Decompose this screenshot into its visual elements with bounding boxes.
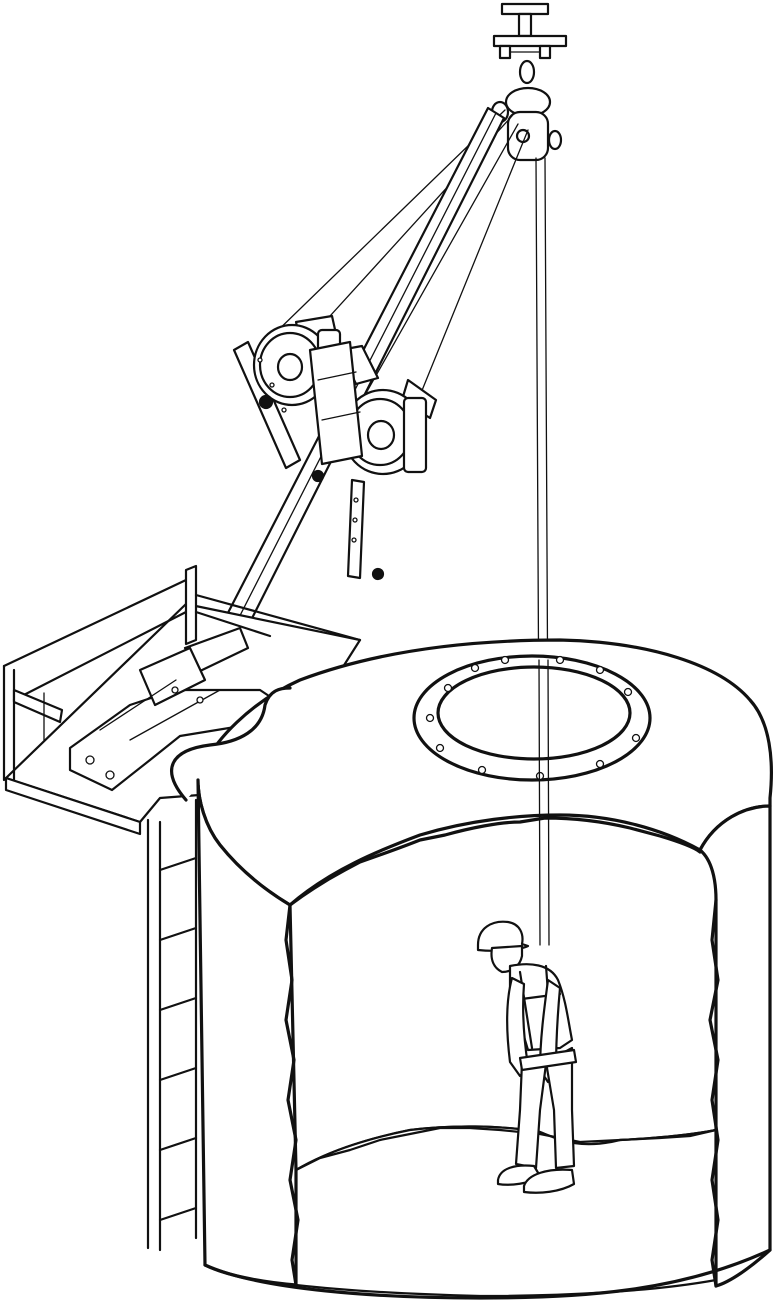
retrieval-cable-front [538,659,550,946]
worker-figure [476,920,578,1194]
tripod-head [490,86,563,162]
lower-winch [311,344,438,581]
overhead-beam-anchor [492,2,568,85]
davit-base-clamp [68,626,280,792]
manway-flange [412,654,652,782]
winch-bracket [308,340,364,466]
